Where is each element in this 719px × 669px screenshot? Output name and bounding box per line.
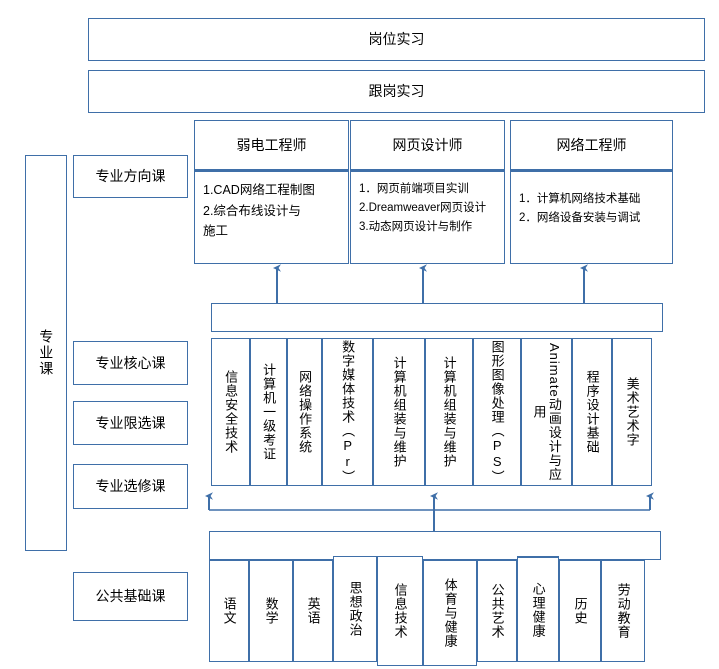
public-course-label: 数学 (263, 597, 279, 625)
core-course-label: 计算机一级考证 (261, 363, 277, 461)
core-course-cell-1: 计算机一级考证 (250, 338, 287, 486)
core-course-label: 信息安全技术 (223, 370, 239, 454)
profession-course-item: 2．网络设备安装与调试 (519, 211, 641, 224)
public-course-cell-9: 劳动教育 (601, 560, 645, 662)
public-course-label: 心理健康 (530, 581, 546, 638)
profession-course-item: 1．计算机网络技术基础 (519, 193, 641, 205)
label-major-elective-course: 专业选修课 (73, 464, 188, 509)
public-course-cell-0: 语文 (209, 560, 249, 662)
core-course-cell-7: Animate动画设计与应用 (521, 338, 572, 486)
public-course-cell-8: 历史 (559, 560, 601, 662)
public-course-cell-2: 英语 (293, 560, 333, 662)
profession-course-item: 2.综合布线设计与 (203, 203, 301, 218)
label-major-elective-course-text: 专业选修课 (95, 478, 166, 495)
core-course-cell-3: 数字媒体技术（Pr） (322, 338, 373, 486)
core-course-label: 数字媒体技术（Pr） (340, 340, 356, 484)
public-course-label: 语文 (221, 597, 237, 625)
profession-course-item: 1.CAD网络工程制图 (203, 183, 315, 197)
profession-title-0: 弱电工程师 (194, 120, 349, 171)
profession-courses-0: 1.CAD网络工程制图 2.综合布线设计与 施工 (194, 171, 349, 264)
public-course-label: 公共艺术 (489, 583, 505, 639)
box-top-internship-1: 跟岗实习 (88, 70, 705, 113)
core-course-label: 计算机组装与维护 (441, 356, 457, 468)
profession-courses-1: 1．网页前端项目实训 2.Dreamweaver网页设计 3.动态网页设计与制作 (350, 171, 505, 264)
core-course-cell-6: 图形图像处理（PS） (473, 338, 521, 486)
profession-title-2: 网络工程师 (510, 120, 673, 171)
public-course-cell-7: 心理健康 (517, 556, 559, 662)
label-major-direction-course-text: 专业方向课 (95, 168, 166, 185)
profession-title-1-label: 网页设计师 (392, 136, 463, 153)
label-public-basic-course: 公共基础课 (73, 572, 188, 621)
public-course-cell-4: 信息技术 (377, 556, 423, 666)
core-course-label: 网络操作系统 (297, 370, 313, 454)
public-course-label: 信息技术 (392, 583, 408, 639)
public-course-cell-3: 思想政治 (333, 556, 377, 662)
label-major-direction-course: 专业方向课 (73, 155, 188, 198)
label-public-basic-course-text: 公共基础课 (95, 588, 166, 605)
bottom-connector-bar (209, 531, 661, 560)
bracket-major-courses: 专业课 (25, 155, 67, 551)
core-course-cell-4: 计算机组装与维护 (373, 338, 425, 486)
bracket-major-courses-label: 专业课 (38, 329, 55, 377)
profession-course-item: 施工 (203, 224, 229, 239)
profession-title-1: 网页设计师 (350, 120, 505, 171)
core-course-label: 美术艺术字 (624, 377, 640, 447)
profession-title-0-label: 弱电工程师 (236, 136, 307, 153)
public-course-cell-1: 数学 (249, 560, 293, 662)
label-major-core-course-text: 专业核心课 (95, 354, 166, 371)
profession-course-item: 1．网页前端项目实训 (359, 183, 469, 195)
public-course-cell-6: 公共艺术 (477, 560, 517, 662)
profession-course-item: 2.Dreamweaver网页设计 (359, 201, 487, 214)
label-major-core-course: 专业核心课 (73, 341, 188, 385)
public-course-label: 体育与健康 (442, 578, 458, 648)
box-top-internship-0-label: 岗位实习 (368, 31, 425, 48)
public-course-label: 思想政治 (347, 581, 363, 637)
profession-course-item: 3.动态网页设计与制作 (359, 220, 473, 233)
core-course-label: 图形图像处理（PS） (489, 340, 505, 484)
public-course-cell-5: 体育与健康 (423, 560, 477, 666)
core-course-cell-9: 美术艺术字 (612, 338, 652, 486)
label-major-restricted-course-text: 专业限选课 (95, 414, 166, 431)
core-course-label: Animate动画设计与应用 (531, 342, 562, 482)
core-course-cell-5: 计算机组装与维护 (425, 338, 473, 486)
box-top-internship-0: 岗位实习 (88, 18, 705, 61)
profession-title-2-label: 网络工程师 (556, 136, 627, 153)
public-course-label: 英语 (305, 597, 321, 625)
core-course-cell-2: 网络操作系统 (287, 338, 322, 486)
public-course-label: 历史 (572, 597, 588, 625)
label-major-restricted-course: 专业限选课 (73, 401, 188, 445)
box-top-internship-1-label: 跟岗实习 (368, 83, 425, 100)
core-course-cell-8: 程序设计基础 (572, 338, 612, 486)
profession-courses-2: 1．计算机网络技术基础 2．网络设备安装与调试 (510, 171, 673, 264)
core-course-label: 程序设计基础 (584, 370, 600, 454)
core-course-label: 计算机组装与维护 (391, 356, 407, 468)
core-course-cell-0: 信息安全技术 (211, 338, 250, 486)
public-course-label: 劳动教育 (615, 583, 631, 639)
middle-connector-bar (211, 303, 663, 332)
